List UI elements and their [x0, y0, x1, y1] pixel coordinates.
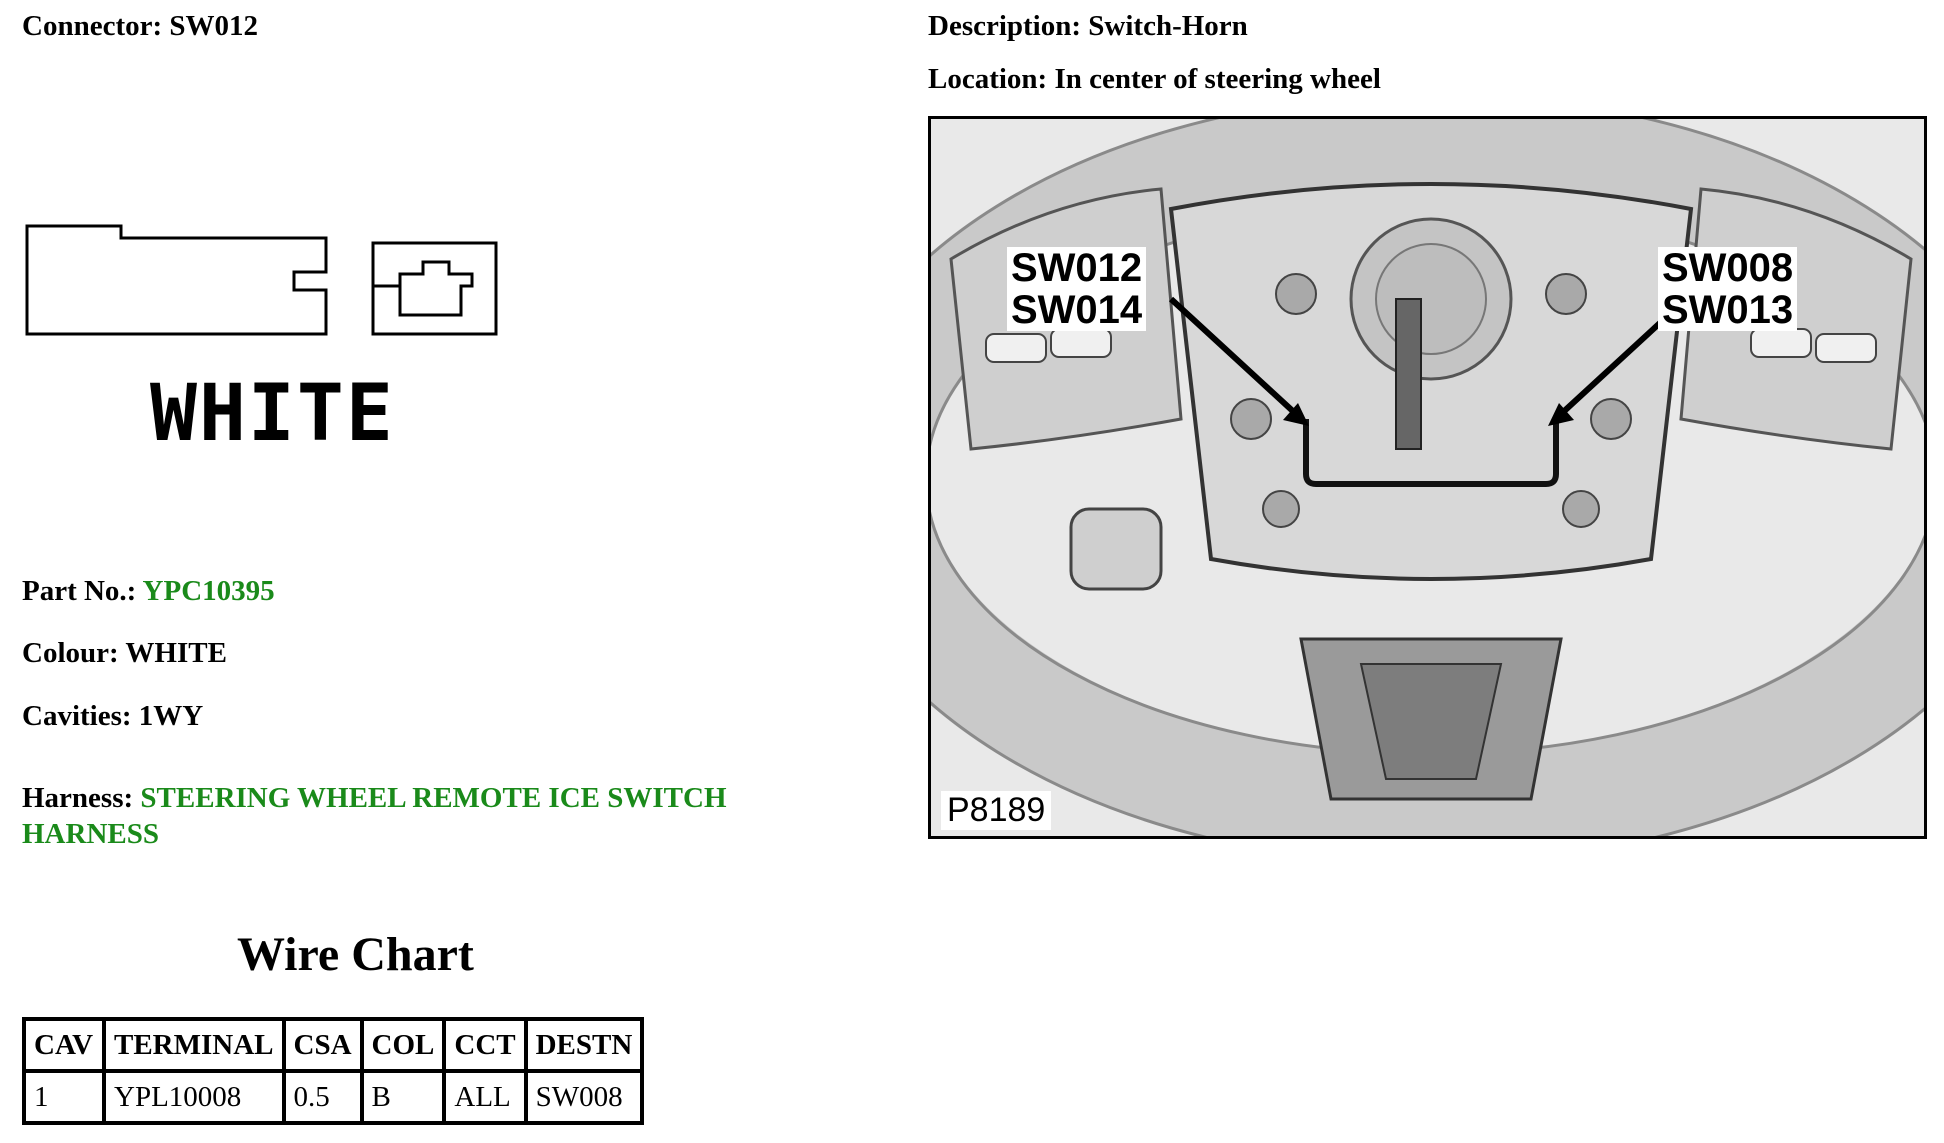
location-field: Location: In center of steering wheel [928, 63, 1381, 96]
callout-sw014: SW014 [1011, 288, 1143, 332]
colour-value: WHITE [125, 637, 227, 669]
callout-sw008: SW008 [1662, 246, 1794, 290]
cell-col: B [359, 1069, 447, 1125]
location-illustration: SW012 SW014 SW008 SW013 P8189 [928, 116, 1927, 839]
header-cav: CAV [22, 1017, 106, 1073]
part-no-label: Part No.: [22, 575, 137, 607]
description-label: Description: [928, 10, 1082, 42]
harness-label: Harness: [22, 782, 134, 814]
harness-field: Harness: STEERING WHEEL REMOTE ICE SWITC… [22, 780, 842, 852]
description-value: Switch-Horn [1088, 10, 1248, 42]
header-col: COL [359, 1017, 447, 1073]
cell-destn: SW008 [523, 1069, 645, 1125]
callout-left: SW012 SW014 [1007, 246, 1147, 332]
connector-label: Connector: [22, 10, 163, 42]
table-header-row: CAV TERMINAL CSA COL CCT DESTN [22, 1017, 645, 1073]
header-cct: CCT [442, 1017, 528, 1073]
steering-wheel-drawing [931, 119, 1924, 836]
arrow-left [1168, 296, 1299, 417]
wheel-rim [931, 119, 1924, 836]
callout-sw013: SW013 [1662, 288, 1794, 332]
colour-field: Colour: WHITE [22, 637, 227, 670]
callout-sw012: SW012 [1011, 246, 1143, 290]
cavities-field: Cavities: 1WY [22, 700, 203, 733]
connector-face-diagram [25, 224, 498, 336]
cell-cct: ALL [442, 1069, 528, 1125]
cell-cav: 1 [22, 1069, 106, 1125]
cell-terminal: YPL10008 [102, 1069, 286, 1125]
header-csa: CSA [281, 1017, 364, 1073]
cell-csa: 0.5 [281, 1069, 364, 1125]
figure-number: P8189 [941, 791, 1052, 830]
cavities-value: 1WY [138, 700, 204, 732]
connector-cavity-outline [373, 260, 474, 317]
connector-latch-outline [371, 241, 498, 336]
callout-right: SW008 SW013 [1658, 246, 1798, 332]
part-no-link[interactable]: YPC10395 [142, 575, 275, 607]
wire-chart-table: CAV TERMINAL CSA COL CCT DESTN 1 YPL1000… [22, 1017, 645, 1125]
location-label: Location: [928, 63, 1048, 95]
header-terminal: TERMINAL [102, 1017, 286, 1073]
description-field: Description: Switch-Horn [928, 10, 1248, 43]
connector-housing-outline [25, 224, 328, 336]
wire-chart-title: Wire Chart [237, 928, 474, 981]
part-no-field: Part No.: YPC10395 [22, 575, 275, 608]
table-row: 1 YPL10008 0.5 B ALL SW008 [22, 1069, 645, 1125]
horn-wiring [1303, 419, 1559, 487]
location-value: In center of steering wheel [1054, 63, 1381, 95]
header-destn: DESTN [523, 1017, 645, 1073]
connector-field: Connector: SW012 [22, 10, 258, 43]
connector-colour-label: WHITE [150, 369, 395, 459]
colour-label: Colour: [22, 637, 119, 669]
cavities-label: Cavities: [22, 700, 132, 732]
harness-link[interactable]: STEERING WHEEL REMOTE ICE SWITCH HARNESS [22, 782, 727, 850]
connector-value: SW012 [169, 10, 259, 42]
